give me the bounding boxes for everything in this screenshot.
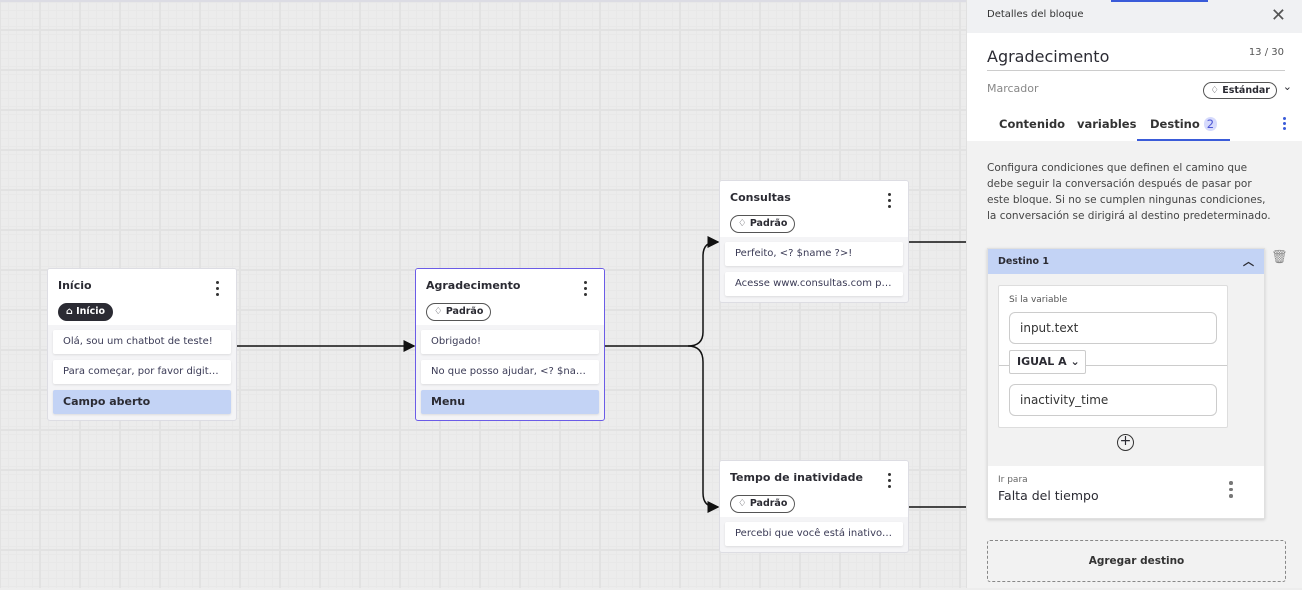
chevron-up-icon[interactable]: ︿ (1243, 255, 1254, 268)
divider (999, 365, 1227, 366)
message-item[interactable]: Para começar, por favor digite o ... (53, 360, 231, 384)
chevron-down-icon[interactable]: ⌄ (1282, 80, 1292, 93)
node-title: Início (58, 279, 92, 292)
tag-icon: ♢ (1210, 85, 1223, 96)
block-name-input[interactable]: Agradecimento (987, 47, 1285, 71)
tag-badge: ♢ Padrão (426, 303, 492, 321)
node-agradecimento[interactable]: Agradecimento ♢ Padrão Obrigado! No que p… (415, 268, 605, 421)
input-item[interactable]: Menu (421, 390, 599, 414)
edges (237, 236, 966, 513)
marker-label: Marcador (987, 82, 1039, 95)
count-badge: 2 (1203, 117, 1218, 131)
description: Configura condiciones que definen el cam… (987, 162, 1271, 222)
marker-select[interactable]: ♢ Estándar (1203, 82, 1277, 99)
condition-box: Si la variable input.text IGUAL A ⌄ inac… (998, 285, 1228, 428)
node-tempo-inatividade[interactable]: Tempo de inatividade ♢ Padrão Percebi qu… (719, 460, 909, 553)
add-destination-button[interactable]: Agregar destino (987, 540, 1286, 582)
more-icon[interactable] (1229, 481, 1233, 501)
more-icon[interactable] (1283, 117, 1286, 132)
destination-card: Destino 1︿ Si la variable input.text IGU… (987, 248, 1265, 519)
tag-badge: ♢ Padrão (730, 215, 796, 233)
tab-contenido[interactable]: Contenido (999, 117, 1066, 131)
message-item[interactable]: Olá, sou um chatbot de teste! (53, 330, 231, 354)
more-icon[interactable] (888, 473, 892, 491)
node-inicio[interactable]: Início ⌂ Início Olá, sou um chatbot de t… (47, 268, 237, 421)
close-icon[interactable]: ✕ (1270, 5, 1286, 26)
char-count: 13 / 30 (1248, 47, 1284, 58)
node-consultas[interactable]: Consultas ♢ Padrão Perfeito, <? $name ?>… (719, 180, 909, 303)
message-item[interactable]: Obrigado! (421, 330, 599, 354)
start-badge: ⌂ Início (58, 303, 114, 321)
more-icon[interactable] (584, 281, 588, 299)
edge-agradecimento-consultas (605, 236, 720, 347)
node-title: Consultas (730, 191, 791, 204)
node-title: Agradecimento (426, 279, 521, 292)
value-input[interactable]: inactivity_time (1009, 384, 1217, 416)
tab-variables[interactable]: variables (1077, 117, 1137, 131)
tab-destino[interactable]: Destino 2 (1136, 117, 1231, 141)
tag-badge: ♢ Padrão (730, 495, 796, 513)
tag-icon: ♢ (738, 498, 750, 509)
flow-canvas[interactable]: Início ⌂ Início Olá, sou um chatbot de t… (0, 0, 966, 588)
message-item[interactable]: Percebi que você está inativo. C... (725, 522, 903, 546)
message-item[interactable]: No que posso ajudar, <? $name ... (421, 360, 599, 384)
more-icon[interactable] (888, 193, 892, 211)
tag-icon: ♢ (738, 218, 750, 229)
home-icon: ⌂ (66, 306, 77, 317)
block-details-panel: Detalles del bloque ✕ Agradecimento 13 /… (966, 0, 1302, 588)
message-item[interactable]: Perfeito, <? $name ?>! (725, 242, 903, 266)
goto-section[interactable]: Ir para Falta del tiempo (988, 466, 1264, 518)
more-icon[interactable] (216, 281, 220, 299)
scroll-indicator (1111, 0, 1208, 2)
goto-label: Ir para (998, 475, 1028, 485)
operator-select[interactable]: IGUAL A ⌄ (1009, 350, 1086, 374)
condition-label: Si la variable (1009, 295, 1068, 305)
edge-agradecimento-tempo (687, 345, 720, 513)
chevron-down-icon: ⌄ (1070, 355, 1080, 368)
variable-input[interactable]: input.text (1009, 312, 1217, 344)
trash-icon[interactable]: 🗑 (1271, 250, 1288, 265)
panel-title: Detalles del bloque (987, 9, 1084, 20)
node-title: Tempo de inatividade (730, 471, 864, 484)
message-item[interactable]: Acesse www.consultas.com par... (725, 272, 903, 296)
add-condition-icon[interactable]: + (1117, 434, 1134, 451)
input-item[interactable]: Campo aberto (53, 390, 231, 414)
goto-value: Falta del tiempo (998, 488, 1099, 503)
tag-icon: ♢ (434, 306, 446, 317)
destination-header[interactable]: Destino 1︿ (988, 249, 1264, 274)
